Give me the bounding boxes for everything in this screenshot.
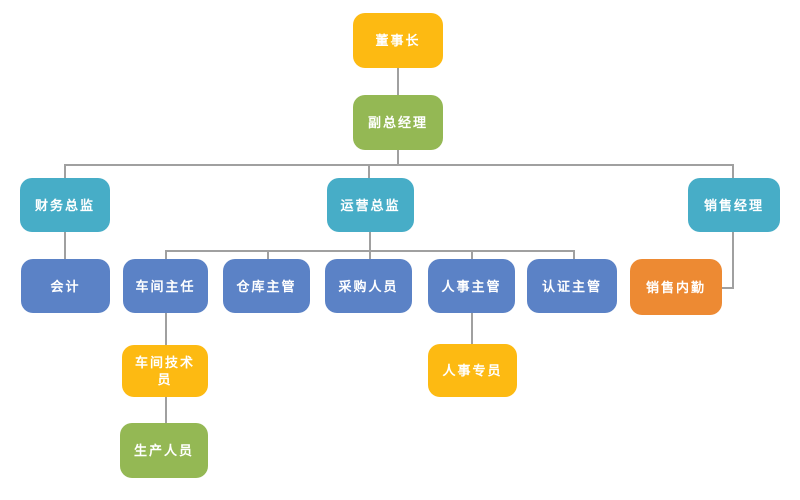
node-sales-office-clerk: 销售内勤 xyxy=(630,259,722,315)
connector-line xyxy=(64,232,66,259)
connector-line xyxy=(165,252,167,259)
node-accountant: 会计 xyxy=(21,259,110,313)
connector-line xyxy=(397,68,399,95)
node-workshop-director: 车间主任 xyxy=(123,259,208,313)
connector-line xyxy=(722,287,734,289)
node-deputy-general-manager: 副总经理 xyxy=(353,95,443,150)
node-purchasing-staff: 采购人员 xyxy=(325,259,412,313)
connector-line xyxy=(64,164,734,166)
connector-line xyxy=(732,232,734,289)
node-workshop-technician: 车间技术员 xyxy=(122,345,208,397)
connector-line xyxy=(165,397,167,423)
connector-line xyxy=(573,252,575,259)
node-hr-specialist: 人事专员 xyxy=(428,344,517,397)
connector-line xyxy=(368,166,370,178)
node-production-staff: 生产人员 xyxy=(120,423,208,478)
connector-line xyxy=(471,252,473,259)
node-sales-manager: 销售经理 xyxy=(688,178,780,232)
node-finance-director: 财务总监 xyxy=(20,178,110,232)
connector-line xyxy=(165,250,575,252)
connector-line xyxy=(267,252,269,259)
node-operations-director: 运营总监 xyxy=(327,178,414,232)
connector-line xyxy=(64,166,66,178)
connector-line xyxy=(165,313,167,345)
node-chairman: 董事长 xyxy=(353,13,443,68)
connector-line xyxy=(732,166,734,178)
connector-line xyxy=(369,232,371,259)
node-certification-supervisor: 认证主管 xyxy=(527,259,617,313)
node-hr-supervisor: 人事主管 xyxy=(428,259,515,313)
connector-line xyxy=(471,313,473,344)
node-warehouse-supervisor: 仓库主管 xyxy=(223,259,310,313)
connector-line xyxy=(397,150,399,164)
